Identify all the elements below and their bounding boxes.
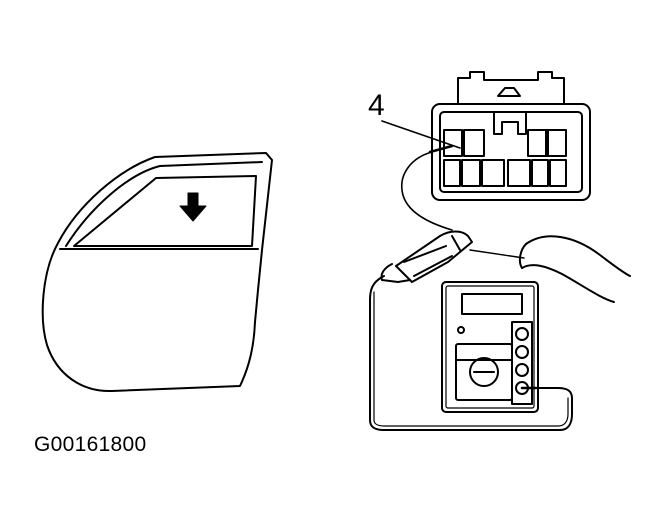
callout-leader-line <box>381 120 461 149</box>
alligator-clip-icon <box>380 230 473 283</box>
callout-number: 4 <box>368 89 385 122</box>
car-door-icon <box>41 152 273 393</box>
door-window <box>73 175 257 247</box>
harness-wire <box>469 249 525 259</box>
connector-icon <box>428 71 591 201</box>
black-test-lead <box>369 275 573 431</box>
door-outline <box>41 152 273 393</box>
figure-code: G00161800 <box>34 433 147 456</box>
probe-wire <box>401 151 453 231</box>
door-frame-inner <box>65 161 263 247</box>
harness-sleeve-icon <box>518 235 631 303</box>
down-arrow-icon <box>179 192 207 222</box>
multimeter-icon <box>441 281 539 413</box>
